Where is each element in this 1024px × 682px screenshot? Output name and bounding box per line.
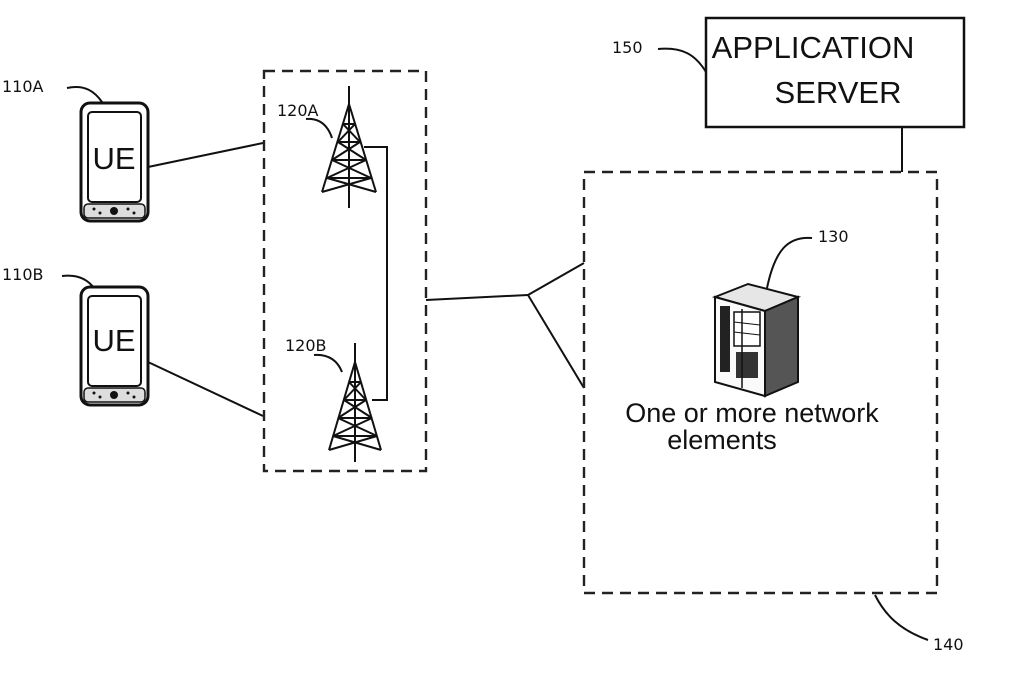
ref-120b: 120B	[285, 336, 327, 355]
application-server: APPLICATION SERVER	[704, 16, 966, 129]
link-tower-a-to-tower-b	[364, 146, 388, 401]
link-core-fan-lower	[527, 294, 585, 389]
link-ue-b-to-ran	[147, 361, 264, 417]
ref-110b: 110B	[2, 265, 44, 284]
leader-120b	[313, 353, 343, 373]
network-elements-caption-line2: elements	[667, 425, 777, 455]
leader-110a	[66, 86, 103, 103]
leader-130	[766, 236, 813, 289]
cell-tower-icon	[328, 343, 382, 462]
link-core-fan-upper	[527, 262, 585, 296]
connection-lines	[147, 127, 903, 417]
radio-access-network-box	[262, 69, 428, 473]
ue-a-label: UE	[92, 141, 135, 176]
network-element	[711, 282, 802, 398]
network-elements-caption-line1: One or more network	[625, 398, 879, 428]
link-ue-a-to-ran	[147, 142, 264, 168]
reference-leaders	[61, 47, 929, 641]
application-server-line2: SERVER	[775, 75, 902, 110]
leader-120a	[305, 117, 333, 139]
ref-110a: 110A	[2, 77, 44, 96]
ref-130: 130	[818, 227, 849, 246]
ref-140: 140	[933, 635, 964, 654]
core-network-box	[582, 170, 939, 595]
leader-140	[874, 594, 929, 641]
ref-150: 150	[612, 38, 643, 57]
cell-tower-icon	[321, 86, 377, 208]
ref-120a: 120A	[277, 101, 319, 120]
link-ran-to-core	[425, 294, 529, 301]
tower-b	[328, 343, 382, 462]
ue-b-label: UE	[92, 323, 135, 358]
mobile-phone-icon	[79, 285, 150, 407]
tower-a	[321, 86, 377, 208]
application-server-line1: APPLICATION	[712, 30, 915, 65]
ue-b-device: UE	[79, 285, 150, 407]
server-rack-icon	[711, 282, 802, 398]
leader-110b	[61, 274, 95, 289]
mobile-phone-icon	[79, 101, 150, 223]
leader-150	[657, 47, 707, 73]
application-server-box	[704, 16, 966, 129]
ue-a-device: UE	[79, 101, 150, 223]
